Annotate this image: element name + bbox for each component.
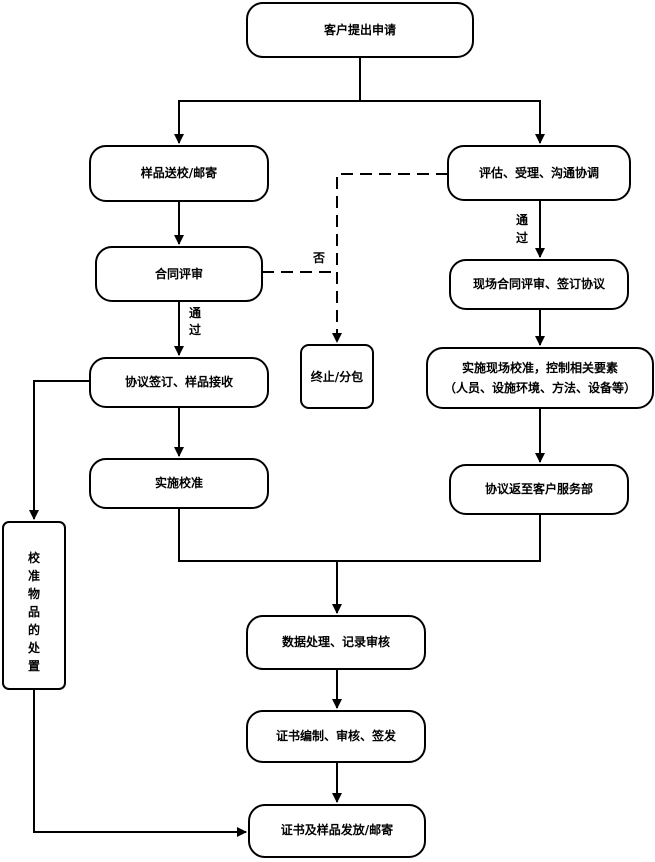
svg-text:样品送校/邮寄: 样品送校/邮寄 — [141, 165, 217, 180]
label-pass-right-1: 通 — [516, 212, 528, 227]
svg-text:实施校准: 实施校准 — [155, 475, 203, 490]
label-reject: 否 — [312, 251, 325, 265]
node-sample-send: 样品送校/邮寄 — [89, 145, 269, 202]
node-return-agreement: 协议返至客户服务部 — [449, 464, 629, 515]
svg-text:证书编制、审核、签发: 证书编制、审核、签发 — [276, 728, 397, 743]
node-cert-issue: 证书及样品发放/邮寄 — [248, 804, 426, 858]
svg-text:终止/分包: 终止/分包 — [311, 369, 363, 384]
edge-apply-split — [174, 57, 361, 144]
node-do-calib: 实施校准 — [89, 458, 269, 509]
edge-agreement-disposal — [29, 380, 90, 520]
node-onsite-calib: 实施现场校准，控制相关要素 （人员、设施环境、方法、设备等） — [426, 347, 654, 409]
svg-text:现场合同评审、签订协议: 现场合同评审、签订协议 — [473, 276, 606, 291]
svg-text:评估、受理、沟通协调: 评估、受理、沟通协调 — [479, 165, 599, 180]
svg-text:客户提出申请: 客户提出申请 — [323, 22, 396, 37]
svg-text:（人员、设施环境、方法、设备等）: （人员、设施环境、方法、设备等） — [444, 380, 636, 395]
svg-text:证书及样品发放/邮寄: 证书及样品发放/邮寄 — [281, 822, 393, 837]
svg-text:数据处理、记录审核: 数据处理、记录审核 — [282, 634, 390, 649]
node-data-process: 数据处理、记录审核 — [246, 615, 426, 670]
svg-text:协议返至客户服务部: 协议返至客户服务部 — [485, 481, 593, 496]
edge-split-evaluate — [360, 100, 545, 144]
node-agreement-sign: 协议签订、样品接收 — [89, 357, 269, 408]
node-apply: 客户提出申请 — [246, 2, 474, 58]
edge-evaluate-terminate — [332, 173, 448, 343]
label-pass-left-2: 过 — [189, 322, 201, 337]
node-evaluate: 评估、受理、沟通协调 — [447, 145, 631, 201]
svg-text:合同评审: 合同评审 — [155, 266, 203, 281]
edge-calib-merge — [178, 508, 541, 562]
svg-text:校准物品的处置: 校准物品的处置 — [27, 550, 41, 673]
node-terminate: 终止/分包 — [300, 344, 374, 409]
svg-text:实施现场校准，控制相关要素: 实施现场校准，控制相关要素 — [462, 360, 618, 375]
svg-text:协议签订、样品接收: 协议签订、样品接收 — [125, 374, 233, 389]
node-contract-review: 合同评审 — [95, 246, 263, 302]
edge-disposal-issue — [33, 689, 247, 837]
node-site-contract: 现场合同评审、签订协议 — [449, 259, 629, 310]
node-disposal: 校准物品的处置 — [2, 521, 66, 690]
edges — [29, 57, 545, 837]
node-cert-compile: 证书编制、审核、签发 — [246, 710, 426, 763]
label-pass-right-2: 过 — [516, 230, 528, 245]
label-pass-left-1: 通 — [189, 305, 201, 320]
